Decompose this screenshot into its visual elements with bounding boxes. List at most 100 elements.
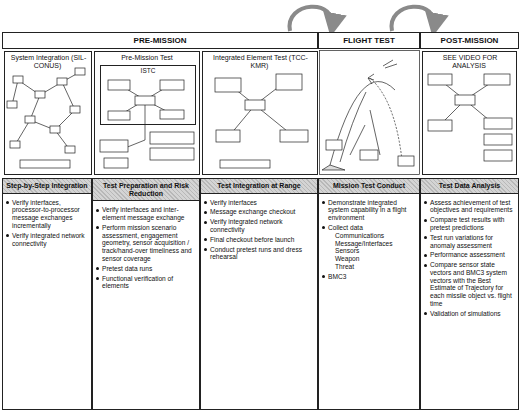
- bullet-text: Communications: [335, 232, 384, 239]
- bullet-text: Perform mission scenario assessment, eng…: [102, 224, 192, 262]
- panel-title: Integrated Element Test (TCC-KMR): [212, 54, 308, 69]
- phase-band: FLIGHT TEST: [318, 32, 420, 49]
- illustration-panel: Integrated Element Test (TCC-KMR): [202, 51, 318, 175]
- illustration-panel: ISTC: [100, 65, 196, 125]
- bullet-item: Conduct pretest runs and dress rehearsal: [201, 246, 317, 262]
- bullet-text: Verify interfaces: [210, 199, 257, 206]
- column-heading: Test Preparation and Risk Reduction: [93, 179, 199, 201]
- bullet-text: Sensors: [335, 247, 359, 254]
- bullet-item: Verify integrated network connectivity: [201, 218, 317, 234]
- bullet-text: Pretest data runs: [102, 265, 152, 272]
- flight-trajectory: [320, 51, 420, 175]
- phase-band: POST-MISSION: [420, 32, 519, 49]
- column-heading: Test Data Analysis: [421, 179, 518, 194]
- bullet-dot: [322, 275, 325, 278]
- network-sketch: [7, 68, 512, 168]
- bullet-text: Assess achievement of test objectives an…: [430, 199, 512, 214]
- bullet-dot: [6, 201, 9, 204]
- bullet-dot: [204, 238, 207, 241]
- bullet-item: Compare test results with pretest predic…: [421, 216, 518, 232]
- bullet-dot: [204, 211, 207, 214]
- bullet-list: Verify interfaces and inter-element mess…: [93, 201, 199, 290]
- bullet-text: Compare test results with pretest predic…: [430, 216, 504, 231]
- bullet-item: Assess achievement of test objectives an…: [421, 199, 518, 215]
- panel-heading: Integrated Element Test (TCC-KMR): [203, 52, 317, 69]
- bullet-dot: [204, 201, 207, 204]
- phase-column: Test Preparation and Risk ReductionVerif…: [92, 178, 200, 410]
- panel-title: ISTC: [140, 67, 157, 74]
- bullet-dot: [424, 219, 427, 222]
- panel-heading: System Integration (SIL-CONUS): [5, 52, 91, 69]
- bullet-item: Threat: [319, 263, 419, 271]
- bullet-item: Final checkout before launch: [201, 236, 317, 244]
- phase-column: Mission Test ConductDemonstrate integrat…: [318, 178, 420, 410]
- bullet-dot: [424, 201, 427, 204]
- bullet-item: Sensors: [319, 247, 419, 255]
- illustration-panel: SEE VIDEO FOR ANALYSIS: [422, 51, 517, 175]
- bullet-dot: [424, 312, 427, 315]
- bullet-item: Validation of simulations: [421, 310, 518, 318]
- bullet-item: BMC3: [319, 273, 419, 281]
- bullet-item: Verify interfaces and inter-element mess…: [93, 206, 199, 222]
- column-heading: Test Integration at Range: [201, 179, 317, 194]
- bullet-text: Compare sensor state vectors and BMC3 sy…: [430, 261, 512, 307]
- bullet-text: Message exchange checkout: [210, 208, 295, 215]
- phase-band: PRE-MISSION: [2, 32, 318, 49]
- bullet-item: Message exchange checkout: [201, 208, 317, 216]
- panel-title: System Integration (SIL-CONUS): [10, 54, 86, 69]
- bullet-list: Verify interfaces, processor-to-processo…: [3, 194, 91, 248]
- bullet-text: Test run variations for anomaly assessme…: [430, 234, 493, 249]
- bullet-dot: [424, 254, 427, 257]
- phase-title: PRE-MISSION: [134, 36, 187, 45]
- phase-arrow: [290, 7, 333, 31]
- bullet-item: Pretest data runs: [93, 265, 199, 273]
- column-heading: Step-by-Step Integration: [3, 179, 91, 194]
- bullet-dot: [424, 264, 427, 267]
- bullet-dot: [204, 221, 207, 224]
- bullet-item: Verify interfaces, processor-to-processo…: [3, 199, 91, 230]
- bullet-dot: [322, 226, 325, 229]
- bullet-text: Threat: [335, 263, 354, 270]
- panel-title: Pre-Mission Test: [120, 54, 174, 61]
- bullet-item: Message/Interfaces: [319, 240, 419, 248]
- bullet-dot: [6, 234, 9, 237]
- bullet-text: Weapon: [335, 255, 359, 262]
- bullet-text: Functional verification of elements: [102, 275, 173, 290]
- bullet-text: Verify interfaces, processor-to-processo…: [12, 199, 80, 229]
- phase-arrow: [392, 7, 435, 31]
- bullet-dot: [96, 226, 99, 229]
- phase-column: Step-by-Step IntegrationVerify interface…: [2, 178, 92, 410]
- bullet-dot: [204, 248, 207, 251]
- bullet-item: Performance assessment: [421, 251, 518, 259]
- bullet-text: Final checkout before launch: [210, 236, 294, 243]
- phase-title: POST-MISSION: [441, 36, 499, 45]
- bullet-item: Compare sensor state vectors and BMC3 sy…: [421, 261, 518, 308]
- phase-column: Test Data AnalysisAssess achievement of …: [420, 178, 519, 410]
- illustration-panel: Pre-Mission TestISTC: [94, 51, 200, 175]
- bullet-text: Verify integrated network connectivity: [12, 232, 85, 247]
- bullet-item: Verify integrated network connectivity: [3, 232, 91, 248]
- bullet-text: Conduct pretest runs and dress rehearsal: [210, 246, 302, 261]
- bullet-dot: [96, 267, 99, 270]
- phase-title: FLIGHT TEST: [343, 36, 395, 45]
- bullet-item: Functional verification of elements: [93, 275, 199, 291]
- panel-heading: Pre-Mission Test: [95, 52, 199, 62]
- bullet-dot: [96, 277, 99, 280]
- bullet-dot: [424, 236, 427, 239]
- bullet-item: Weapon: [319, 255, 419, 263]
- bullet-text: Verify integrated network connectivity: [210, 218, 283, 233]
- panel-heading: ISTC: [101, 66, 195, 74]
- phase-column: Test Integration at RangeVerify interfac…: [200, 178, 318, 410]
- bullet-text: Message/Interfaces: [335, 240, 393, 247]
- bullet-item: Collect data: [319, 224, 419, 232]
- bullet-item: Perform mission scenario assessment, eng…: [93, 224, 199, 263]
- bullet-text: Collect data: [328, 224, 363, 231]
- panel-heading: SEE VIDEO FOR ANALYSIS: [423, 52, 516, 69]
- bullet-text: Verify interfaces and inter-element mess…: [102, 206, 184, 221]
- column-heading: Mission Test Conduct: [319, 179, 419, 194]
- bullet-list: Assess achievement of test objectives an…: [421, 194, 518, 318]
- bullet-text: BMC3: [328, 273, 346, 280]
- panel-title: SEE VIDEO FOR ANALYSIS: [442, 54, 497, 69]
- bullet-dot: [96, 209, 99, 212]
